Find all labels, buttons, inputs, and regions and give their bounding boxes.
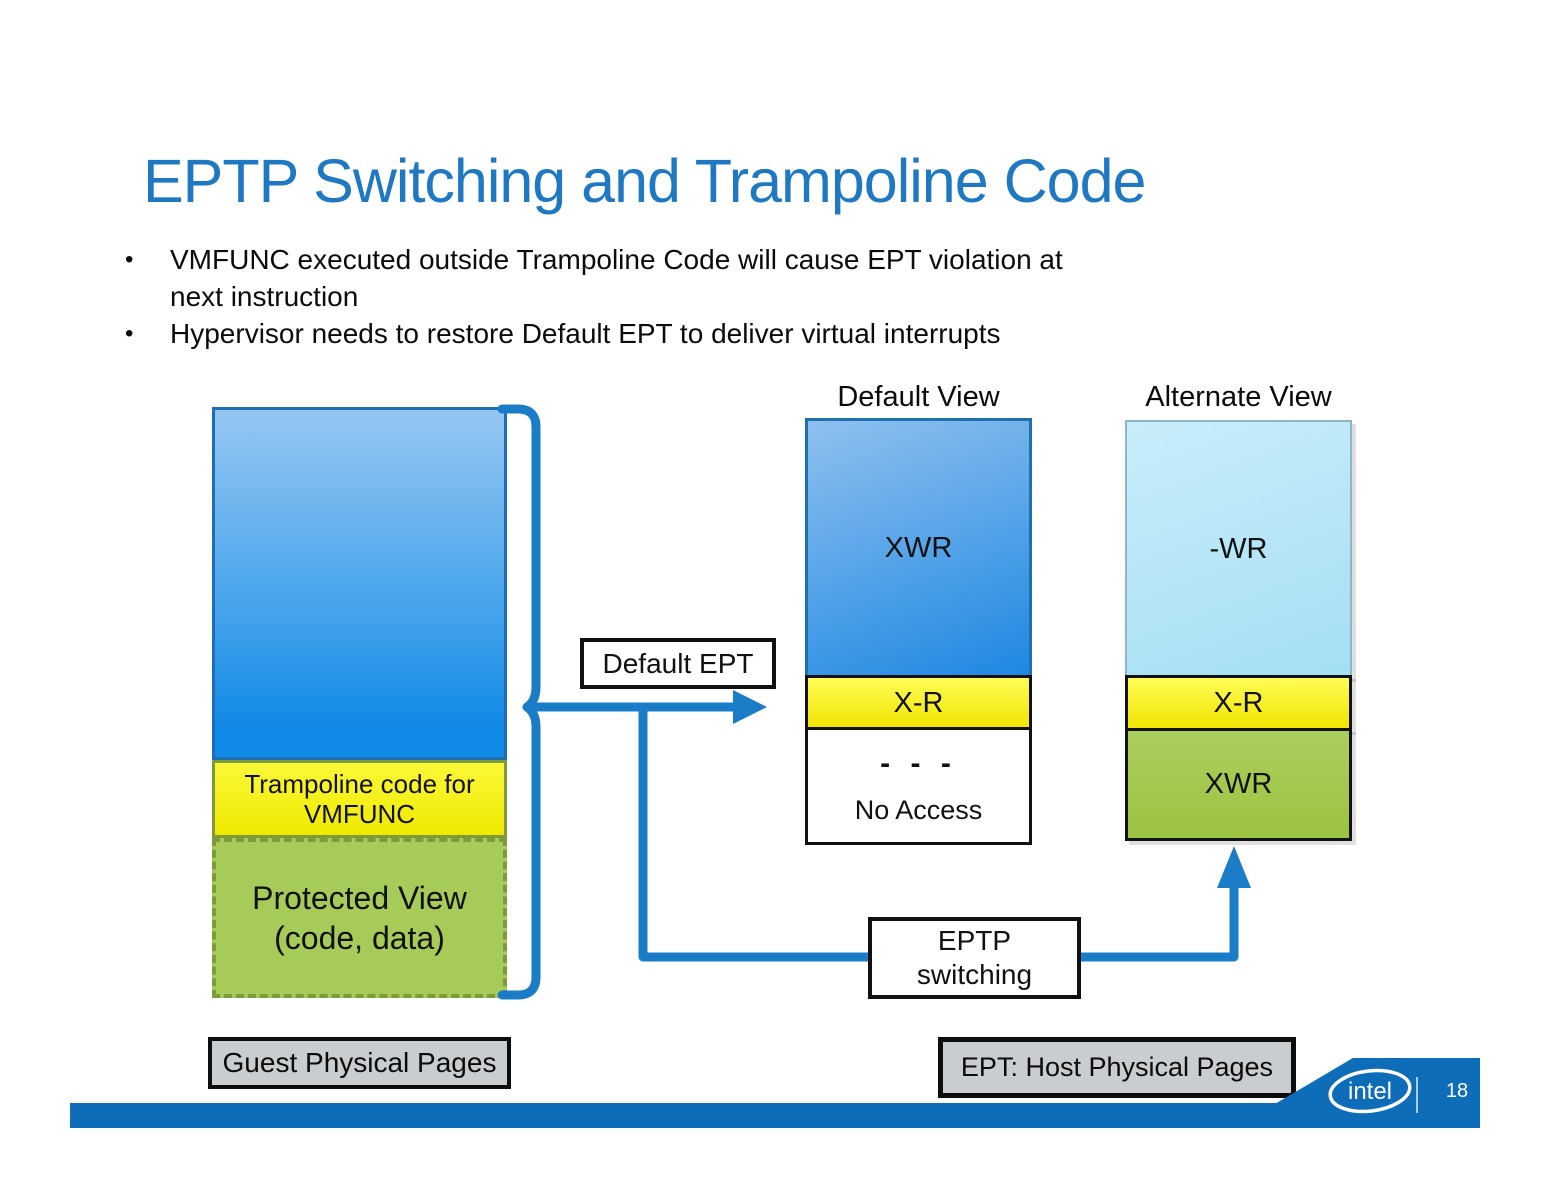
no-access-dashes: - - -	[880, 746, 957, 780]
protected-view-label: Protected View(code, data)	[252, 880, 467, 956]
default-view-xwr-box: XWR	[805, 418, 1032, 678]
guest-unnamed-region-box	[212, 407, 507, 760]
alternate-view-xwr-box: XWR	[1125, 728, 1352, 841]
page-number: 18	[1445, 1080, 1469, 1102]
host-physical-pages-label: EPT: Host Physical Pages	[938, 1037, 1296, 1098]
slide-title: EPTP Switching and Trampoline Code	[143, 147, 1146, 215]
footer-bar	[70, 1103, 1480, 1128]
bullet-glyph: •	[125, 320, 134, 347]
alternate-view-xr-label: X-R	[1213, 686, 1264, 719]
bullet-text: VMFUNC executed outside Trampoline Code …	[170, 241, 1205, 315]
brace	[497, 404, 541, 1000]
bullet-list: • VMFUNC executed outside Trampoline Cod…	[125, 241, 1205, 352]
default-ept-arrowhead	[733, 690, 767, 724]
guest-physical-pages-label: Guest Physical Pages	[208, 1037, 511, 1089]
alternate-view-title: Alternate View	[1145, 381, 1332, 413]
no-access-label: No Access	[854, 794, 983, 825]
alternate-view-wr-label: -WR	[1209, 532, 1268, 565]
bullet-text: Hypervisor needs to restore Default EPT …	[170, 318, 1001, 349]
default-view-title: Default View	[837, 381, 1000, 413]
default-view-xr-box: X-R	[805, 675, 1032, 731]
intel-logo: intel	[1328, 1068, 1412, 1114]
protected-view-box: Protected View(code, data)	[212, 838, 507, 998]
bullet-glyph: •	[125, 246, 134, 273]
bullet-line: VMFUNC executed outside Trampoline Code …	[170, 244, 1063, 275]
alternate-view-xr-box: X-R	[1125, 675, 1352, 731]
footer-divider	[1416, 1077, 1418, 1113]
intel-logo-text: intel	[1348, 1078, 1392, 1105]
bullet-item: • VMFUNC executed outside Trampoline Cod…	[125, 241, 1205, 315]
alternate-view-xwr-label: XWR	[1204, 768, 1273, 800]
eptp-switch-arrowhead	[1217, 846, 1251, 888]
default-view-no-access-box: - - - No Access	[805, 727, 1032, 845]
default-view-xwr-label: XWR	[884, 531, 953, 564]
bullet-item: • Hypervisor needs to restore Default EP…	[125, 315, 1205, 352]
default-ept-label: Default EPT	[602, 647, 754, 679]
bullet-line: next instruction	[170, 281, 359, 312]
default-ept-label-box: Default EPT	[580, 638, 776, 689]
default-view-xr-label: X-R	[893, 686, 944, 719]
alternate-view-wr-box: -WR	[1125, 420, 1352, 678]
